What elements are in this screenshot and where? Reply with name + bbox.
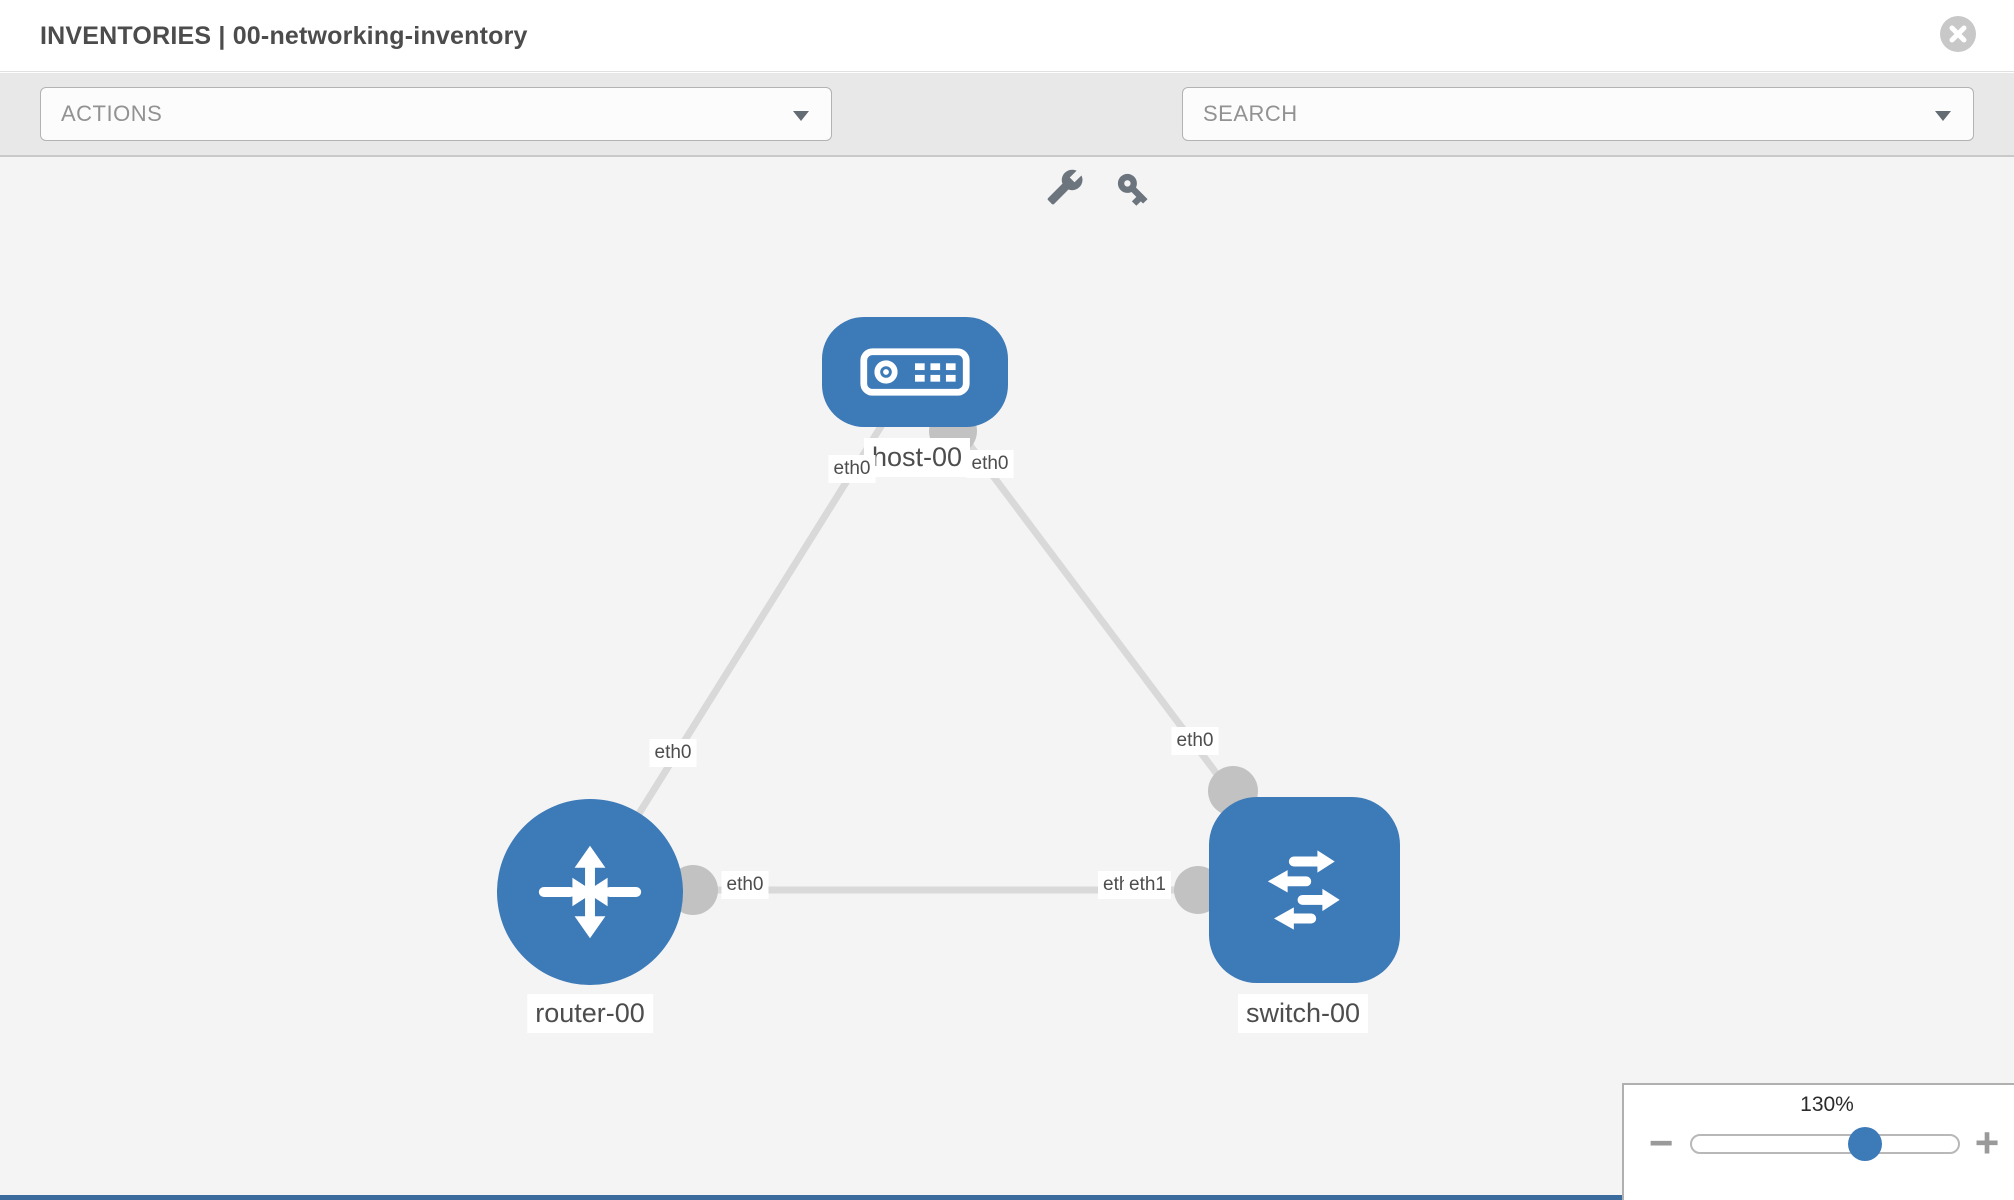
chevron-down-icon (1935, 111, 1951, 121)
host-icon (860, 348, 970, 396)
topology-canvas[interactable] (0, 157, 2014, 1200)
search-placeholder: SEARCH (1203, 101, 1298, 126)
interface-label-switch-eth0-top: eth0 (1171, 727, 1219, 755)
close-button[interactable] (1940, 16, 1976, 52)
toolbar: ACTIONS SEARCH (0, 73, 2014, 206)
chevron-down-icon (793, 111, 809, 121)
router-icon (538, 845, 642, 939)
zoom-level: 130% (1800, 1093, 1854, 1116)
zoom-in-button[interactable]: + (1974, 1119, 2000, 1166)
interface-label-host-eth0-right: eth0 (966, 450, 1014, 478)
interface-label-switch-eth1: eth1 (1124, 871, 1171, 899)
actions-dropdown[interactable]: ACTIONS (40, 87, 832, 141)
node-label-switch-00: switch-00 (1237, 994, 1369, 1033)
zoom-out-button[interactable]: − (1648, 1119, 1674, 1166)
interface-label-router-eth0-top: eth0 (649, 739, 697, 767)
wrench-icon[interactable] (1046, 168, 1084, 211)
header: INVENTORIES | 00-networking-inventory (0, 0, 2014, 72)
zoom-slider-handle[interactable] (1848, 1127, 1882, 1161)
switch-icon (1267, 850, 1340, 930)
node-label-router-00: router-00 (527, 994, 653, 1033)
bottom-strip (0, 1195, 1622, 1200)
zoom-panel: 130% − + (1622, 1083, 2014, 1200)
interface-label-router-eth0-mid: eth0 (721, 871, 769, 899)
interface-label-host-eth0-left: eth0 (828, 455, 876, 483)
node-switch-00[interactable] (1209, 797, 1400, 983)
close-icon (1949, 25, 1967, 43)
search-dropdown[interactable]: SEARCH (1182, 87, 1974, 141)
node-router-00[interactable] (497, 799, 683, 985)
node-label-host-00: host-00 (863, 438, 971, 477)
page-title: INVENTORIES | 00-networking-inventory (40, 22, 528, 50)
zoom-slider[interactable] (1690, 1127, 1960, 1161)
actions-dropdown-label: ACTIONS (61, 101, 163, 126)
node-host-00[interactable] (822, 317, 1008, 427)
key-icon[interactable] (1114, 170, 1152, 213)
